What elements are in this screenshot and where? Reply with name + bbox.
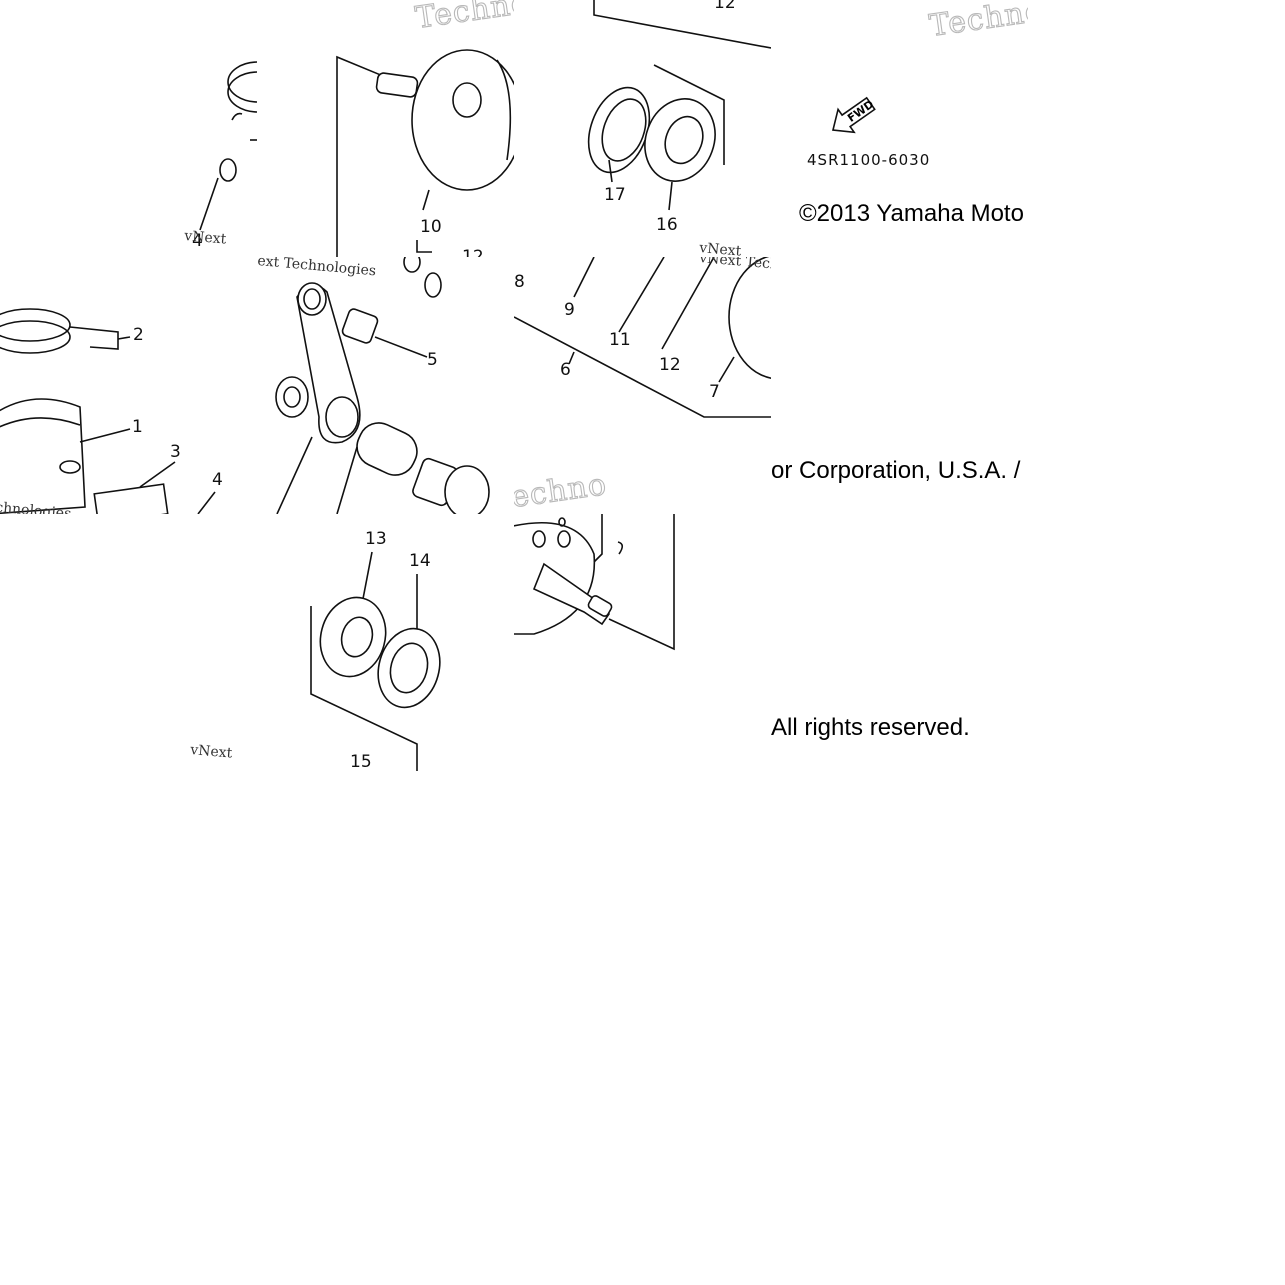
callout-4: 4 bbox=[192, 231, 203, 251]
watermark-brand: vNext bbox=[183, 228, 228, 248]
watermark-brand: Techno bbox=[927, 0, 1028, 44]
copyright-line-2: or Corporation, U.S.A. / bbox=[771, 457, 1021, 484]
lower-bearing-drawing: 13 14 15 vNext bbox=[310, 529, 441, 771]
callout-7: 7 bbox=[709, 382, 720, 402]
tile-bearings-lower: 13 14 15 vNext bbox=[257, 514, 514, 771]
callout-5: 5 bbox=[427, 350, 438, 370]
crank-pin-drawing: 8 9 11 12 6 7 vNext Technologies Techno bbox=[514, 257, 771, 514]
crankshaft-drawing: 10 12 Techno bbox=[336, 0, 514, 257]
watermark-brand: vNext Technologies bbox=[257, 257, 377, 279]
copyright-line-1: ©2013 Yamaha Moto bbox=[799, 200, 1024, 227]
watermark-brand: Techno bbox=[932, 504, 1028, 514]
callout-16: 16 bbox=[656, 215, 678, 235]
tile-crank-right-half bbox=[514, 514, 771, 771]
tile-con-rod: 5 vNext Technologies bbox=[257, 257, 514, 514]
callout-12-top: 12 bbox=[462, 247, 484, 257]
callout-15: 15 bbox=[350, 752, 372, 771]
watermark-brand: Techno bbox=[514, 467, 609, 514]
callout-9: 9 bbox=[564, 300, 575, 320]
callout-11: 11 bbox=[609, 330, 631, 350]
callout-17: 17 bbox=[604, 185, 626, 205]
tile-fwd-code: FWD 4SR1100-6030 Techno ©2013 Yamaha Mot… bbox=[771, 0, 1028, 257]
watermark-brand: vNext bbox=[698, 240, 743, 257]
piston-drawing: 2 1 3 4 chnologies bbox=[0, 308, 223, 514]
part-code: 4SR1100-6030 bbox=[807, 151, 930, 169]
callout-12-corner: 12 bbox=[714, 0, 736, 13]
callout-14: 14 bbox=[409, 551, 431, 571]
watermark-layer: vNext bbox=[189, 742, 234, 762]
tile-piston: 2 1 3 4 chnologies bbox=[0, 257, 257, 514]
bearing-drawing: 12 17 16 vNext bbox=[587, 0, 771, 257]
tile-crank-pin: 8 9 11 12 6 7 vNext Technologies Techno bbox=[514, 257, 771, 514]
callout-3: 3 bbox=[170, 442, 181, 462]
fwd-arrow-icon: FWD bbox=[832, 96, 876, 134]
tile-bearings-top: 12 17 16 vNext bbox=[514, 0, 771, 257]
fwd-arrow-drawing: FWD 4SR1100-6030 Techno bbox=[807, 0, 1028, 169]
tile-blank-left: vNext bbox=[0, 514, 257, 771]
callout-8: 10 bbox=[420, 217, 442, 237]
callout-6: 6 bbox=[560, 360, 571, 380]
connecting-rod-drawing: 5 vNext Technologies bbox=[257, 257, 490, 514]
callout-1: 1 bbox=[132, 417, 143, 437]
callout-12-mid: 12 bbox=[659, 355, 681, 375]
watermark-brand: Techno bbox=[413, 0, 514, 36]
callout-4-lower: 4 bbox=[212, 470, 223, 490]
callout-10: 8 bbox=[514, 272, 525, 292]
callout-2: 2 bbox=[133, 325, 144, 345]
piston-ring-drawing: 4 vNext bbox=[183, 61, 257, 251]
tile-copyright-bottom: vNext All rights reserved. bbox=[771, 514, 1028, 771]
copyright-line-3: All rights reserved. bbox=[771, 714, 970, 741]
watermark-brand: vNext bbox=[189, 742, 234, 762]
tile-copyright-mid: or Corporation, U.S.A. / Techno bbox=[771, 257, 1028, 514]
tile-piston-top: 4 vNext bbox=[0, 0, 257, 257]
crankshaft-right-drawing bbox=[514, 514, 675, 651]
tile-crank-left-half: 10 12 Techno bbox=[257, 0, 514, 257]
callout-13: 13 bbox=[365, 529, 387, 549]
